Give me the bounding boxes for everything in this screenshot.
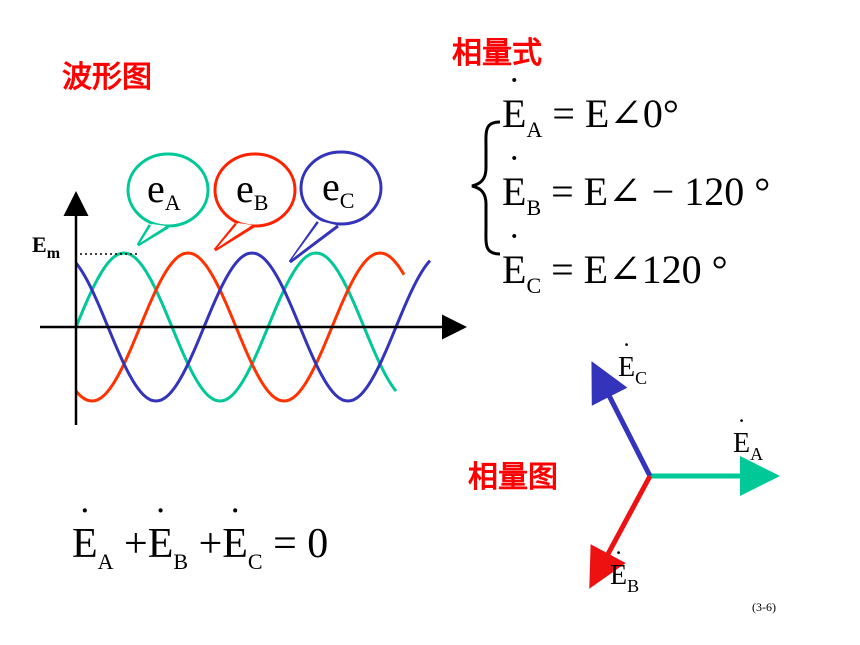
wave-phase-c: [74, 251, 432, 403]
bubble-ec: [288, 150, 383, 264]
bubble-ec-text: eC: [322, 164, 354, 213]
page-number: (3-6): [752, 600, 776, 614]
equation-phase-a: EA = E∠0°: [502, 90, 679, 143]
wave-phase-a: [74, 251, 398, 403]
equation-brace: [471, 120, 501, 256]
bubble-eb: [213, 152, 297, 252]
equation-phase-b: EB = E∠ − 120 °: [502, 168, 770, 221]
phasor-a-label: EA: [733, 428, 763, 465]
phasor-diagram: [589, 361, 780, 589]
waveform-heading: 波形图: [62, 60, 152, 95]
phasor-form-heading: 相量式: [452, 36, 542, 71]
bubble-ea: [126, 152, 210, 247]
phasor-diagram-heading: 相量图: [468, 460, 558, 495]
phasor-c-arrow: [591, 361, 653, 478]
waveform-plot: [40, 191, 467, 425]
bubble-eb-text: eB: [236, 166, 268, 215]
phasor-b-label: EB: [610, 560, 639, 597]
wave-phase-b: [74, 251, 406, 403]
phasor-b-arrow: [589, 474, 653, 589]
phasor-c-label: EC: [618, 352, 647, 389]
sum-equation: EA +EB +EC = 0: [72, 520, 328, 575]
em-label: Em: [32, 232, 61, 262]
bubble-ea-text: eA: [147, 166, 181, 215]
equation-phase-c: EC = E∠120 °: [502, 246, 728, 299]
